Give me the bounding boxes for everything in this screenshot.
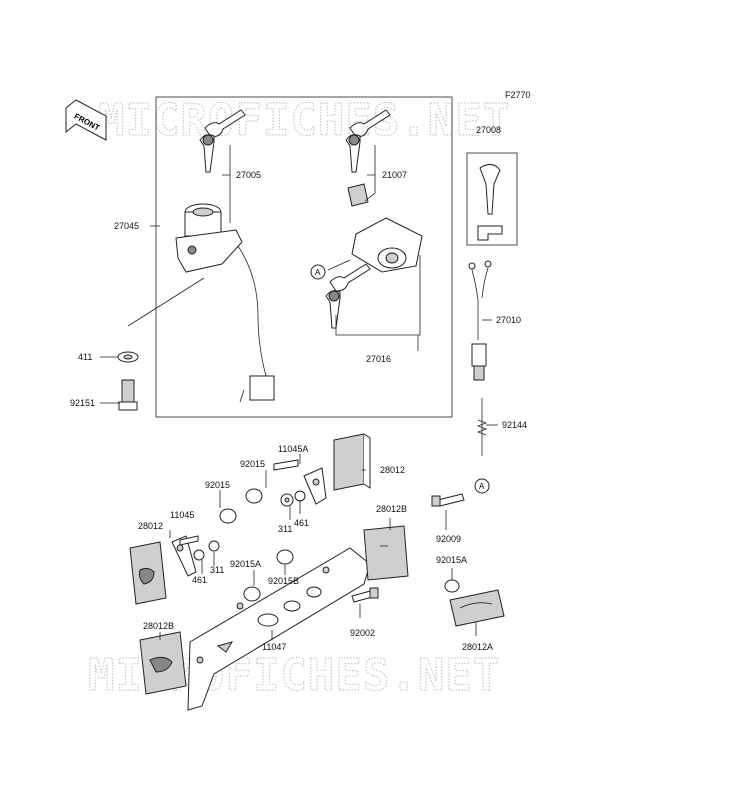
figure-code: F2770 [505,90,531,100]
part-label: 92015A [230,559,261,569]
part-label: 92015A [436,555,467,565]
bolt-icon [431,493,465,507]
part-label: 28012B [143,621,174,631]
part-label: 28012B [376,504,407,514]
part-label: 92015 [240,459,265,469]
part-label: 21007 [382,170,407,180]
part-label: 11045A [278,444,308,454]
bolt-icon [118,379,138,411]
part-label: 461 [192,575,207,585]
leader-line [289,500,301,520]
part-label: 27005 [236,170,261,180]
part-label: 28012 [380,465,405,475]
ignition-switch-icon [175,203,275,403]
collar-icon [243,586,261,602]
bracket-icon [187,547,371,711]
nut-icon [193,549,205,561]
bolt-icon [179,535,199,546]
footrest-rubber-icon [139,631,187,695]
part-label: 28012A [462,642,493,652]
leader-line [222,145,231,223]
leader-line [364,145,376,202]
pivot-bracket-icon [171,535,197,577]
pivot-bracket-icon [303,467,327,505]
footrest-rubber-icon [333,433,371,491]
svg-text:A: A [479,482,485,491]
wire-lead-icon [468,260,492,381]
part-label: 461 [294,518,309,528]
watermark-top: MICROFICHES.NET [98,95,510,146]
part-label: 92151 [70,398,95,408]
collar-icon [276,549,294,565]
key-blank-frame [466,152,518,246]
part-label: 11045 [170,510,194,520]
footrest-rubber-icon [129,541,167,605]
part-label: 92002 [350,628,375,638]
part-label: 27008 [476,125,501,135]
part-label: 11047 [262,642,286,652]
seat-lock-icon [347,183,423,273]
footrest-rubber-icon [363,525,409,581]
key-icon [345,109,391,173]
part-label: 92009 [436,534,461,544]
ref-marker-a: A [474,478,490,494]
part-label: 311 [210,565,224,575]
collar-icon [219,508,237,524]
ref-marker-a: A [310,264,326,280]
key-icon [325,263,371,329]
ignition-kit-frame [155,96,453,418]
footrest-rubber-icon [449,589,505,627]
part-label: 311 [278,524,292,534]
collar-icon [245,488,263,504]
leader-line [327,259,351,271]
leader-line [100,277,205,358]
nut-icon [280,493,294,507]
part-label: 92015 [205,480,230,490]
part-label: 28012 [138,521,163,531]
part-label: 92144 [502,420,527,430]
bolt-icon [351,587,379,603]
washer-icon [117,351,139,363]
part-label: 27045 [114,221,139,231]
leader-line [335,255,421,336]
leader-line [201,552,215,574]
key-icon [199,109,246,173]
nut-icon [208,540,220,552]
part-label: 411 [78,352,92,362]
bolt-icon [273,459,299,471]
collar-icon [444,579,460,593]
svg-text:A: A [315,268,321,277]
spring-icon [476,398,488,456]
part-label: 27016 [366,354,391,364]
key-blank-icon [477,164,503,241]
nut-icon [294,490,306,502]
part-label: 92015B [268,576,299,586]
part-label: 27010 [496,315,521,325]
